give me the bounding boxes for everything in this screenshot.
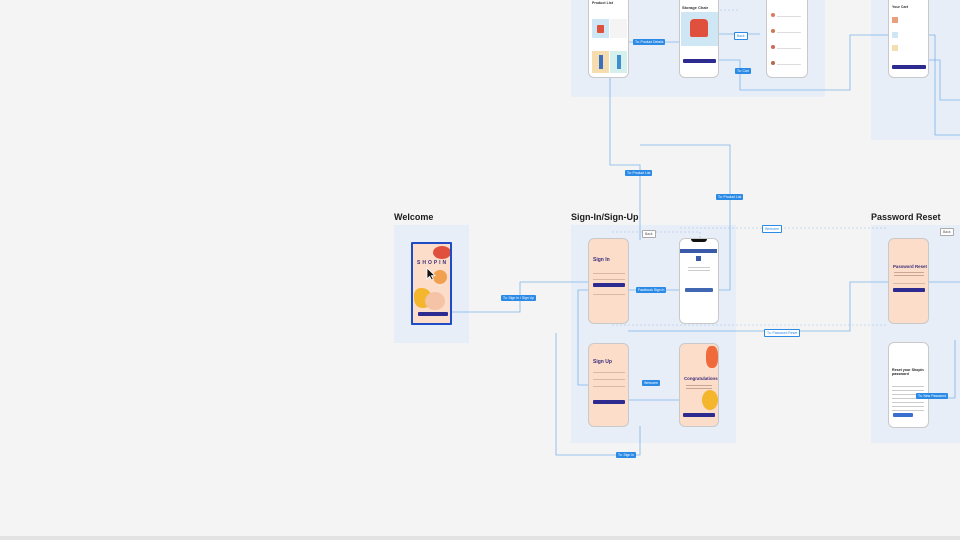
product-details-title: Storage Chair: [682, 5, 709, 10]
review-row-2: [771, 29, 775, 33]
checkout-button[interactable]: [892, 65, 926, 69]
tag-to-product-list-2[interactable]: To: Product List: [716, 194, 744, 200]
product-cart-screen[interactable]: Your Cart: [888, 0, 929, 78]
product-details-screen[interactable]: Storage Chair: [679, 0, 719, 78]
password-reset-title: Password Reset: [893, 264, 927, 269]
cart-item-1: [892, 17, 898, 23]
congrats-title: Congratulations: [684, 376, 718, 381]
congratulations-screen[interactable]: Congratulations: [679, 343, 719, 427]
signup-screen[interactable]: Sign Up: [588, 343, 629, 427]
tag-facebook-signin[interactable]: Facebook Sign In: [636, 287, 667, 293]
section-title-password-reset[interactable]: Password Reset: [871, 212, 941, 222]
welcome-brand: SHOPIN: [417, 260, 449, 266]
facebook-text-lines: [688, 265, 710, 273]
welcome-blob-orange: [433, 270, 447, 284]
shelf-blue-shape: [617, 55, 621, 69]
congrats-text-lines: [686, 383, 712, 389]
signup-button[interactable]: [593, 400, 625, 404]
congrats-blob-orange: [706, 346, 718, 368]
welcome-blob-peach: [425, 292, 445, 310]
cart-item-3: [892, 45, 898, 51]
signin-email-field[interactable]: [593, 273, 625, 274]
welcome-screen[interactable]: SHOPIN: [411, 242, 452, 325]
tag-to-product-details[interactable]: To: Product Details: [633, 39, 666, 45]
signin-screen[interactable]: Sign In: [588, 238, 629, 324]
tag-to-product-list-1[interactable]: To: Product List: [625, 170, 653, 176]
welcome-blob-red: [433, 246, 450, 259]
product-cart-title: Your Cart: [892, 5, 909, 9]
tag-back-1[interactable]: Back: [642, 230, 656, 238]
tag-to-reviews[interactable]: Back: [734, 32, 748, 40]
tag-to-signin[interactable]: To: Sign In: [616, 452, 637, 458]
product-list-title: Product List: [592, 1, 613, 5]
review-row-4: [771, 61, 775, 65]
congrats-blob-yellow: [702, 390, 718, 410]
product-list-screen[interactable]: Product List: [588, 0, 629, 78]
signin-divider: [593, 294, 625, 295]
review-lines: [777, 13, 801, 69]
tag-to-password-reset[interactable]: To: Password Reset: [764, 329, 801, 337]
chair-red-shape: [597, 25, 604, 33]
signup-name-field[interactable]: [593, 372, 625, 373]
review-row-3: [771, 45, 775, 49]
facebook-header: [680, 249, 717, 253]
signup-title: Sign Up: [593, 359, 612, 365]
tag-welcome-loop[interactable]: Welcome: [762, 225, 783, 233]
congrats-continue-button[interactable]: [683, 413, 715, 417]
welcome-get-started-button[interactable]: [418, 312, 448, 316]
tag-to-signin-signup[interactable]: To: Sign In / Sign Up: [501, 295, 536, 301]
reset-email-field[interactable]: [893, 283, 925, 284]
canvas-bottom-bar: [0, 536, 960, 540]
mouse-cursor-icon: [426, 267, 436, 281]
add-to-cart-button[interactable]: [683, 59, 716, 63]
section-title-welcome[interactable]: Welcome: [394, 212, 434, 222]
reset-email-title: Reset your Shopin password: [892, 368, 924, 376]
tag-to-cart[interactable]: To: Cart: [735, 68, 751, 74]
tag-signup-to-congrats[interactable]: Welcome: [642, 380, 661, 386]
lamp-blue-shape: [599, 55, 603, 69]
signup-password-field[interactable]: [593, 386, 625, 387]
reset-password-link-button[interactable]: [893, 413, 913, 417]
signin-password-field[interactable]: [593, 279, 625, 280]
tag-to-new-password[interactable]: To: New Password: [916, 393, 949, 399]
signin-button[interactable]: [593, 283, 625, 287]
signin-title: Sign In: [593, 257, 610, 263]
section-title-signin[interactable]: Sign-In/Sign-Up: [571, 212, 639, 222]
reset-email-screen[interactable]: Reset your Shopin password: [888, 342, 929, 428]
cart-item-2: [892, 32, 898, 38]
password-reset-screen[interactable]: Password Reset: [888, 238, 929, 324]
password-reset-text: [894, 270, 924, 276]
phone-notch: [691, 239, 707, 242]
product-thumb-bike: [610, 19, 627, 38]
product-reviews-screen[interactable]: [766, 0, 808, 78]
facebook-continue-button[interactable]: [685, 288, 713, 292]
signup-email-field[interactable]: [593, 379, 625, 380]
send-reset-button[interactable]: [893, 288, 925, 292]
facebook-signin-screen[interactable]: [679, 238, 719, 324]
facebook-logo: [696, 256, 701, 261]
chair-illustration: [690, 19, 708, 37]
review-row-1: [771, 13, 775, 17]
tag-back-2[interactable]: Back: [940, 228, 954, 236]
